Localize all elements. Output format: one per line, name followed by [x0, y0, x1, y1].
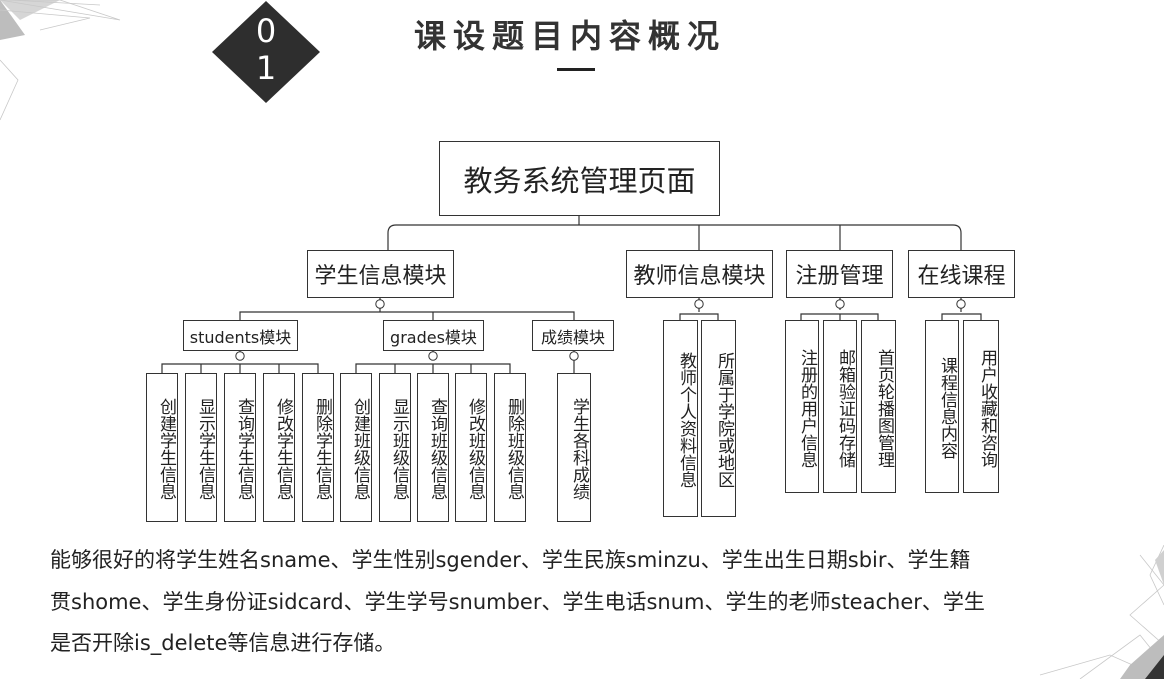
root-node: 教务系统管理页面 [439, 141, 720, 216]
description-paragraph: 能够很好的将学生姓名sname、学生性别sgender、学生民族sminzu、学… [50, 540, 1050, 665]
leaf-student-scores: 学生各科成绩 [557, 373, 591, 522]
leaf-registered-users: 注册的用户信息 [785, 320, 819, 493]
description-line-3: 是否开除is_delete等信息进行存储。 [50, 623, 1050, 665]
leaf-delete-student: 删除学生信息 [302, 373, 334, 522]
submodule-grades: grades模块 [383, 320, 484, 351]
leaf-modify-class: 修改班级信息 [455, 373, 487, 522]
leaf-user-favorites: 用户收藏和咨询 [963, 320, 999, 493]
module-teacher-info: 教师信息模块 [626, 250, 773, 298]
leaf-show-class: 显示班级信息 [379, 373, 411, 522]
leaf-email-code: 邮箱验证码存储 [823, 320, 857, 493]
module-online-course: 在线课程 [908, 250, 1015, 298]
description-line-1: 能够很好的将学生姓名sname、学生性别sgender、学生民族sminzu、学… [50, 540, 1050, 582]
leaf-query-student: 查询学生信息 [224, 373, 256, 522]
description-line-2: 贯shome、学生身份证sidcard、学生学号snumber、学生电话snum… [50, 582, 1050, 624]
leaf-create-class: 创建班级信息 [340, 373, 372, 522]
leaf-modify-student: 修改学生信息 [263, 373, 295, 522]
module-student-info: 学生信息模块 [307, 250, 454, 298]
submodule-students: students模块 [183, 320, 298, 351]
leaf-query-class: 查询班级信息 [417, 373, 449, 522]
leaf-teacher-college: 所属于学院或地区 [701, 320, 736, 517]
module-registration: 注册管理 [786, 250, 893, 298]
leaf-delete-class: 删除班级信息 [494, 373, 526, 522]
leaf-create-student: 创建学生信息 [146, 373, 178, 522]
leaf-show-student: 显示学生信息 [185, 373, 217, 522]
leaf-carousel: 首页轮播图管理 [861, 320, 896, 493]
submodule-scores: 成绩模块 [532, 320, 614, 351]
leaf-teacher-profile: 教师个人资料信息 [663, 320, 698, 517]
leaf-course-info: 课程信息内容 [925, 320, 959, 493]
